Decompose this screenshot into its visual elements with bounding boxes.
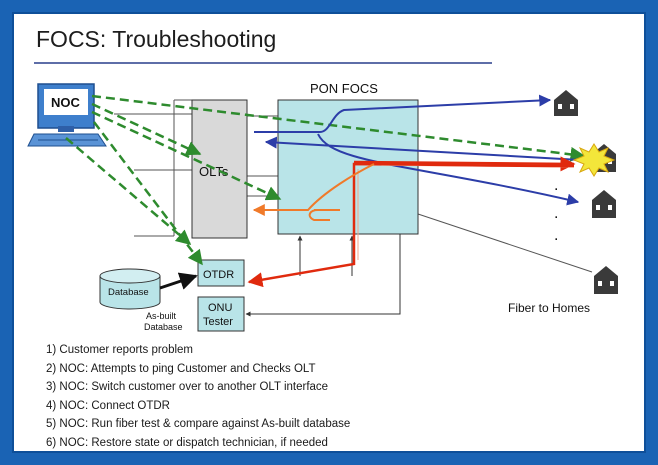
onu-tester-box: ONU Tester xyxy=(197,296,245,332)
title-divider xyxy=(34,62,492,64)
svg-text:.: . xyxy=(554,205,558,222)
pon-input-arrows xyxy=(297,235,355,276)
noc-computer-icon: NOC xyxy=(27,83,107,147)
step-item: 6) NOC: Restore state or dispatch techni… xyxy=(46,436,328,449)
otdr-box: OTDR xyxy=(197,259,245,287)
house-icon xyxy=(594,266,618,294)
troubleshooting-diagram: PON FOCS OLTs OTDR ONU Tester Database A… xyxy=(27,81,618,332)
asbuilt-label-line2: Database xyxy=(144,322,183,332)
step-item: 1) Customer reports problem xyxy=(46,344,193,356)
svg-text:.: . xyxy=(554,177,558,194)
olts-box: OLTs xyxy=(191,99,248,239)
house-icon xyxy=(592,190,616,218)
noc-dashed-arrows xyxy=(65,94,586,266)
step-item: 4) NOC: Connect OTDR xyxy=(46,399,170,412)
noc-label: NOC xyxy=(51,95,81,110)
slide-title: FOCS: Troubleshooting xyxy=(36,26,277,52)
pon-to-onu-tester-line xyxy=(245,234,401,317)
svg-text:.: . xyxy=(554,227,558,244)
olts-label: OLTs xyxy=(199,164,229,179)
pon-focs-label: PON FOCS xyxy=(310,81,378,96)
onu-tester-label-line1: ONU xyxy=(208,302,233,314)
house-icon xyxy=(554,90,578,116)
steps-list: 1) Customer reports problem 2) NOC: Atte… xyxy=(46,341,350,452)
slide-frame: FOCS: Troubleshooting xyxy=(12,12,646,453)
database-icon: Database As-built Database xyxy=(99,268,183,332)
red-fiber-paths xyxy=(247,156,576,288)
onu-tester-label-line2: Tester xyxy=(203,316,233,328)
otdr-label: OTDR xyxy=(203,269,234,281)
step-item: 3) NOC: Switch customer over to another … xyxy=(46,381,329,393)
explosion-burst-icon xyxy=(572,143,616,177)
orange-fiber-paths xyxy=(252,163,375,221)
step-item: 2) NOC: Attempts to ping Customer and Ch… xyxy=(46,362,316,375)
database-to-otdr-arrow xyxy=(159,272,198,290)
step-item: 5) NOC: Run fiber test & compare against… xyxy=(46,418,351,430)
ellipsis-dots: . . . xyxy=(554,177,558,244)
asbuilt-label-line1: As-built xyxy=(146,311,177,321)
pon-focs-box: PON FOCS xyxy=(277,81,419,235)
fiber-to-homes-label: Fiber to Homes xyxy=(508,301,590,315)
database-label: Database xyxy=(108,287,149,298)
